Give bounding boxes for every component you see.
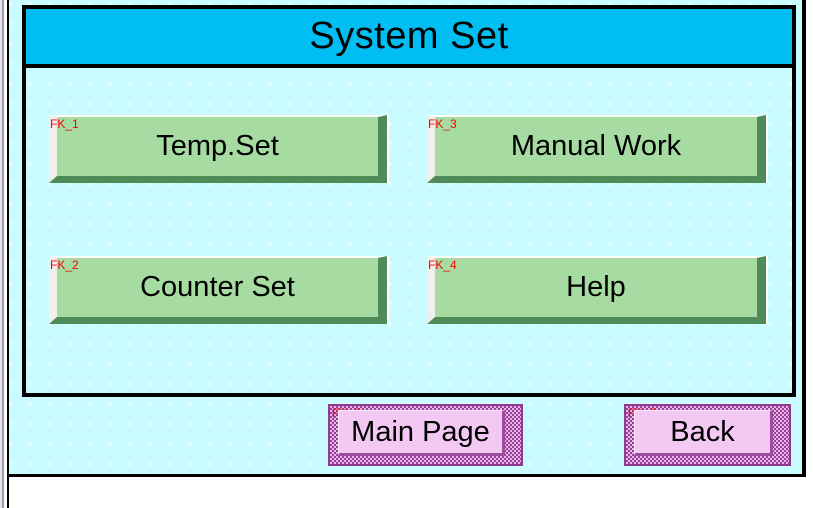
- counter-set-button-label: Counter Set: [140, 271, 295, 303]
- temp-set-button[interactable]: FK_1 Temp.Set: [49, 115, 387, 183]
- back-button-label: Back: [670, 415, 735, 448]
- back-button[interactable]: FK_0 Back: [624, 404, 791, 466]
- page-title: System Set: [309, 15, 509, 57]
- main-page-button[interactable]: FK_5 Main Page: [328, 404, 523, 466]
- title-bar: System Set: [26, 9, 792, 68]
- help-button[interactable]: FK_4 Help: [427, 256, 766, 324]
- manual-work-button[interactable]: FK_3 Manual Work: [427, 115, 766, 183]
- counter-set-button[interactable]: FK_2 Counter Set: [49, 256, 387, 324]
- help-button-label: Help: [566, 271, 626, 303]
- function-key-tag: FK_2: [50, 258, 79, 272]
- window-left-border: [0, 0, 9, 508]
- back-button-face: Back: [634, 410, 773, 456]
- temp-set-button-label: Temp.Set: [156, 130, 279, 162]
- function-key-tag: FK_1: [50, 117, 79, 131]
- content-panel: System Set: [22, 5, 796, 397]
- function-key-tag: FK_4: [428, 258, 457, 272]
- main-page-button-label: Main Page: [351, 415, 490, 448]
- manual-work-button-label: Manual Work: [510, 130, 682, 162]
- screen-canvas: System Set FK_1 Temp.Set FK_3 Manual Wor…: [9, 0, 806, 477]
- main-page-button-face: Main Page: [338, 410, 505, 456]
- function-key-tag: FK_3: [428, 117, 457, 131]
